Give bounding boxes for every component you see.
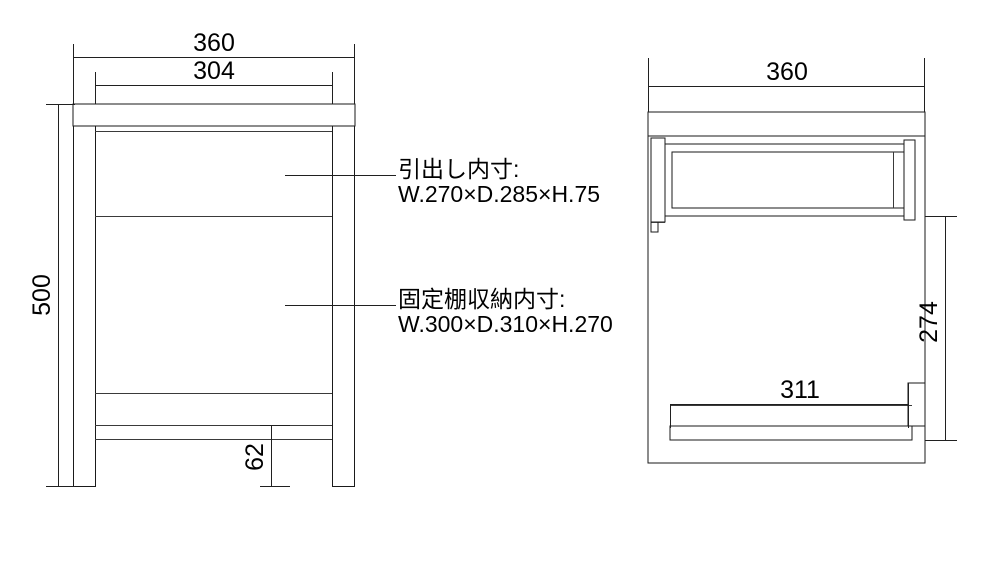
side-shelf-right-notch [907, 382, 926, 427]
annotation-group: 引出し内寸: W.270×D.285×H.75 固定棚収納内寸: W.300×D… [285, 156, 613, 337]
front-overall-height-label: 500 [28, 274, 56, 316]
side-lower-height-label: 274 [915, 301, 943, 343]
side-drawer-back-panel [903, 139, 916, 221]
drawer-inner-note-line1: 引出し内寸: [398, 156, 519, 182]
side-drawer-front-foot-step [650, 222, 659, 233]
fixed-shelf-note-line1: 固定棚収納内寸: [398, 286, 565, 312]
side-elevation-view: 360 274 311 [647, 58, 957, 464]
front-elevation-view: 360 304 500 62 [28, 29, 356, 487]
side-overall-depth-label: 360 [766, 58, 808, 86]
front-overall-width-label: 360 [193, 29, 235, 57]
side-body-outline [647, 135, 926, 464]
side-drawer-inner-cavity [671, 151, 905, 209]
side-drawer-front-panel [650, 137, 666, 223]
front-bottom-clearance-label: 62 [241, 443, 269, 471]
side-drawer-box [664, 143, 916, 217]
side-top-panel [647, 111, 926, 137]
front-top-panel [72, 103, 356, 127]
fixed-shelf-note-line2: W.300×D.310×H.270 [398, 311, 613, 337]
front-inner-width-label: 304 [193, 57, 235, 85]
drawer-inner-note-line2: W.270×D.285×H.75 [398, 181, 600, 207]
side-shelf-depth-label: 311 [780, 376, 820, 404]
side-fixed-shelf-slab [669, 425, 913, 441]
